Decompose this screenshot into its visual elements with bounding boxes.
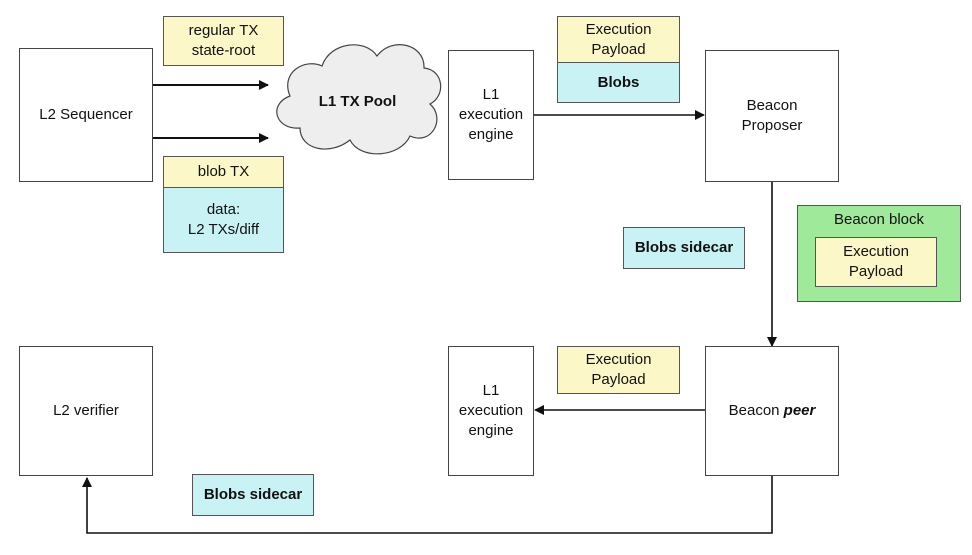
blob-tx-data-label: data: L2 TXs/diff <box>187 201 260 238</box>
blobs-sidecar-bottom-label: Blobs sidecar <box>203 486 303 503</box>
beacon-peer-label: Beacon peer <box>729 401 816 421</box>
l1-tx-pool-label: L1 TX Pool <box>318 93 397 110</box>
l2-sequencer-label: L2 Sequencer <box>39 106 133 123</box>
top-execution-payload-note: Execution Payload <box>557 16 680 63</box>
beacon-proposer-box: Beacon Proposer <box>705 50 839 182</box>
l1-engine-bottom-label: L1 execution engine <box>458 382 524 439</box>
top-blobs-label: Blobs <box>597 73 640 91</box>
regular-tx-note: regular TX state-root <box>163 16 284 66</box>
blob-tx-data: data: L2 TXs/diff <box>163 187 284 253</box>
beacon-peer-prefix: Beacon <box>728 402 784 419</box>
l2-verifier-label: L2 verifier <box>53 402 119 419</box>
bottom-execution-payload-note: Execution Payload <box>557 346 680 394</box>
top-execution-payload-label: Execution Payload <box>585 20 652 58</box>
edge-peer-to-verifier <box>82 476 773 534</box>
blobs-sidecar-bottom: Blobs sidecar <box>192 474 314 516</box>
l1-tx-pool-label-wrap: L1 TX Pool <box>295 90 420 114</box>
l1-execution-engine-top: L1 execution engine <box>448 50 534 180</box>
beacon-peer-box: Beacon peer <box>705 346 839 476</box>
blobs-sidecar-mid-label: Blobs sidecar <box>634 239 734 256</box>
l1-execution-engine-bottom: L1 execution engine <box>448 346 534 476</box>
blob-tx-header: blob TX <box>163 156 284 188</box>
top-blobs-note: Blobs <box>557 62 680 103</box>
beacon-peer-emphasis: peer <box>783 402 816 419</box>
l2-verifier-box: L2 verifier <box>19 346 153 476</box>
beacon-block-payload: Execution Payload <box>815 237 937 287</box>
beacon-block-payload-label: Execution Payload <box>843 243 909 280</box>
l1-engine-top-label: L1 execution engine <box>458 86 524 143</box>
cloud-shape <box>276 44 442 155</box>
regular-tx-label: regular TX state-root <box>188 22 259 59</box>
bottom-execution-payload-label: Execution Payload <box>585 351 652 388</box>
blobs-sidecar-mid: Blobs sidecar <box>623 227 745 269</box>
blob-tx-label: blob TX <box>197 163 250 180</box>
beacon-block-label: Beacon block <box>833 211 925 228</box>
l2-sequencer-box: L2 Sequencer <box>19 48 153 182</box>
beacon-proposer-label: Beacon Proposer <box>741 97 803 134</box>
